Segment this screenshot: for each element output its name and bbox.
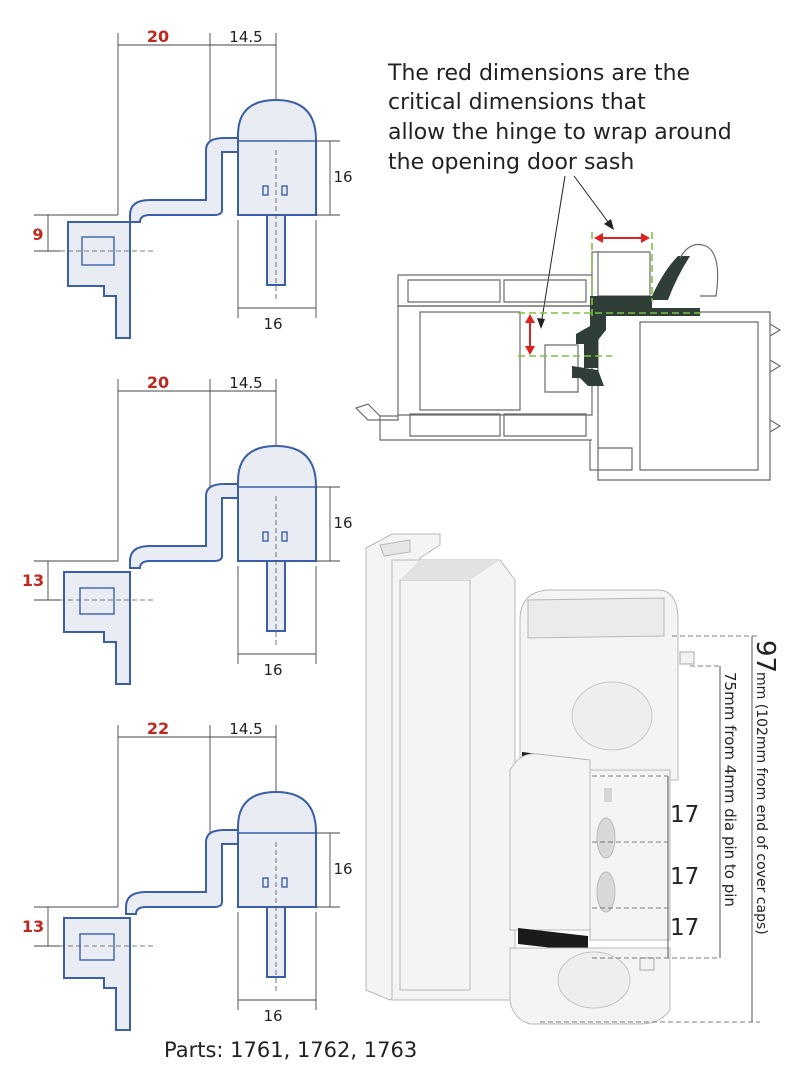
- height-right-label: 16: [333, 514, 352, 532]
- black-width-label: 14.5: [229, 374, 262, 392]
- note-line-2: critical dimensions that: [388, 90, 646, 115]
- hinge-seg3-label: 17: [670, 915, 699, 941]
- hinge-illustration: [365, 533, 760, 1025]
- bottom-width-label: 16: [263, 315, 282, 333]
- bottom-width-label: 16: [263, 1007, 282, 1025]
- height-right-label: 16: [333, 168, 352, 186]
- red-width-label: 20: [147, 373, 169, 392]
- black-width-label: 14.5: [229, 28, 262, 46]
- hinge-pin-to-pin-label: 75mm from 4mm dia pin to pin: [721, 672, 739, 907]
- frame-sash-profile: [354, 232, 782, 481]
- hinge-total-value: 97: [750, 640, 780, 673]
- cross-section-diagram-3: 22 14.5 16 16 13: [22, 719, 353, 1031]
- red-width-label: 22: [147, 719, 169, 738]
- hinge-total-dimension: 97 mm (102mm from end of cover caps): [750, 640, 780, 935]
- height-right-label: 16: [333, 860, 352, 878]
- bottom-width-label: 16: [263, 661, 282, 679]
- note-line-1: The red dimensions are the: [387, 61, 690, 86]
- cross-section-diagram-2: 20 14.5 16 16 13: [22, 373, 353, 685]
- parts-caption: Parts: 1761, 1762, 1763: [164, 1038, 417, 1062]
- hinge-seg2-label: 17: [670, 864, 699, 890]
- red-height-label: 13: [22, 917, 44, 936]
- red-width-label: 20: [147, 27, 169, 46]
- cross-section-diagram-1: 20 14.5 16 16 9: [32, 27, 353, 339]
- hinge-seg1-label: 17: [670, 802, 699, 828]
- black-width-label: 14.5: [229, 720, 262, 738]
- red-height-label: 9: [32, 225, 43, 244]
- critical-dimensions-note: The red dimensions are the critical dime…: [387, 61, 732, 329]
- note-line-4: the opening door sash: [388, 150, 634, 175]
- red-height-label: 13: [22, 571, 44, 590]
- hinge-total-note: mm (102mm from end of cover caps): [753, 672, 769, 935]
- note-line-3: allow the hinge to wrap around: [388, 120, 732, 145]
